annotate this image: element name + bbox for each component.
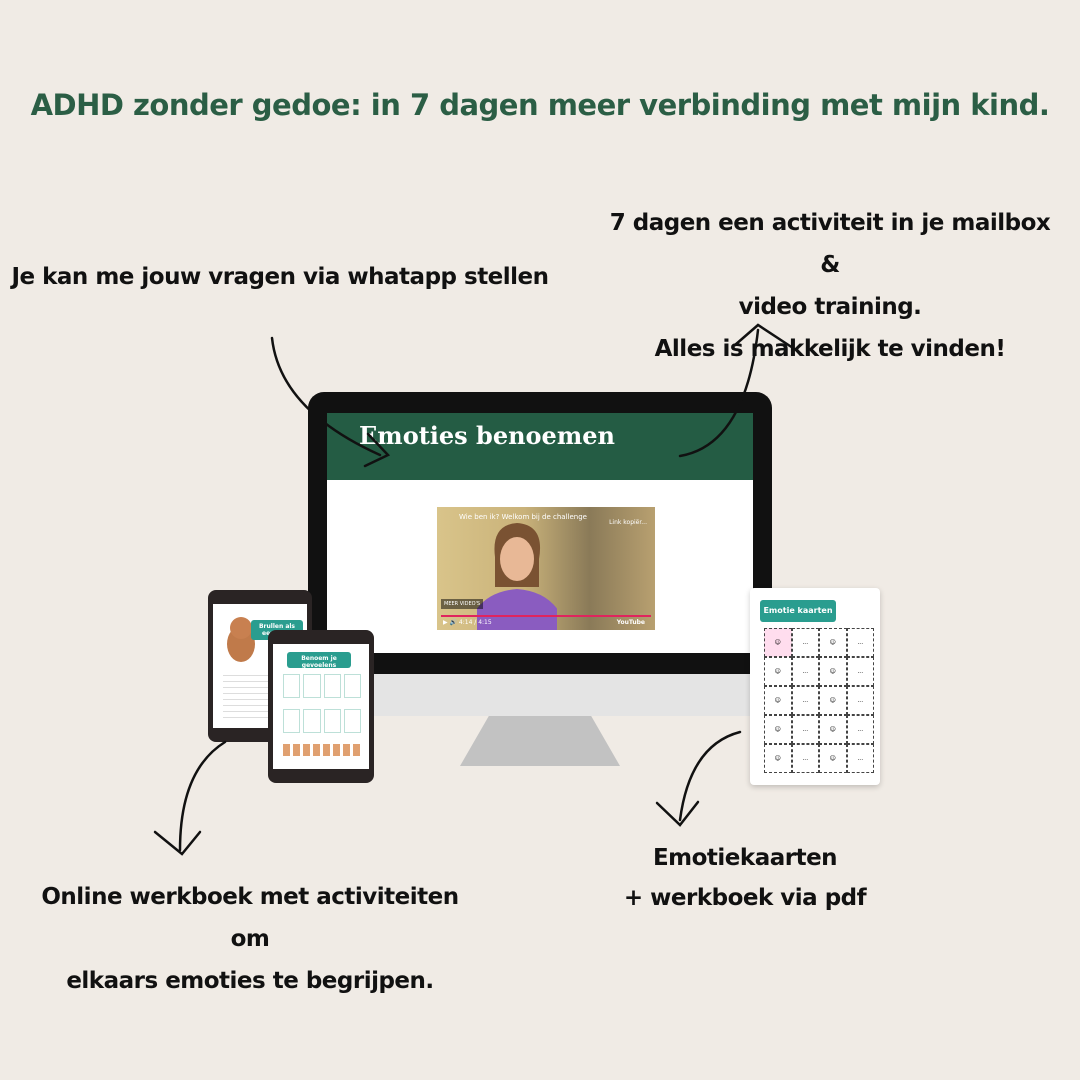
arrow-head-icon (363, 432, 391, 468)
monitor-chin (308, 674, 772, 716)
callout-line: elkaars emoties te begrijpen. (66, 968, 434, 994)
video-title: Wie ben ik? Welkom bij de challenge (459, 513, 587, 521)
callout-line: Alles is makkelijk te vinden! (654, 336, 1006, 362)
video-time: 4:14 / 4:15 (458, 619, 492, 626)
arrow-icon (678, 730, 742, 822)
callout-cards: Emotiekaarten + werkboek via pdf (590, 838, 900, 918)
card-title: Emotie kaarten (760, 600, 836, 622)
tablet-mockup: Benoem je gevoelens (268, 630, 374, 783)
callout-line: 7 dagen een activiteit in je mailbox & (609, 210, 1051, 278)
monitor-mockup: Emoties benoemen Wie ben ik? Welkom bij … (308, 392, 772, 674)
youtube-logo[interactable]: YouTube (616, 619, 645, 626)
kids-illustration (283, 744, 361, 756)
video-controls: ▶ 🔊 4:14 / 4:15 (443, 619, 492, 626)
page-title: ADHD zonder gedoe: in 7 dagen meer verbi… (30, 88, 1050, 122)
emotion-cards-sheet: Emotie kaarten ☺...☺... ☺...☺... ☺...☺..… (750, 588, 880, 785)
callout-line: Online werkboek met activiteiten om (41, 884, 459, 952)
tablet-badge: Benoem je gevoelens (287, 652, 351, 669)
arrow-head-icon (153, 830, 202, 856)
arrow-icon (178, 740, 227, 852)
screen-heading: Emoties benoemen (327, 413, 753, 480)
video-player[interactable]: Wie ben ik? Welkom bij de challenge Link… (437, 507, 655, 630)
video-progress-bar[interactable] (441, 615, 651, 617)
monitor-screen: Emoties benoemen Wie ben ik? Welkom bij … (327, 413, 753, 653)
callout-workbook: Online werkboek met activiteiten om elka… (20, 876, 480, 1002)
play-icon[interactable]: ▶ 🔊 (443, 619, 459, 626)
arrow-icon (270, 336, 382, 457)
callout-line: + werkboek via pdf (623, 885, 867, 911)
arrow-head-icon (655, 800, 700, 827)
monitor-stand (460, 716, 620, 766)
callout-line: Emotiekaarten (652, 845, 838, 871)
callout-mailbox: 7 dagen een activiteit in je mailbox & v… (600, 202, 1060, 370)
presenter-image (477, 523, 557, 630)
arrow-icon (678, 328, 760, 458)
feelings-grid (283, 674, 361, 733)
callout-whatsapp: Je kan me jouw vragen via whatapp stelle… (11, 264, 549, 290)
more-videos-button[interactable]: MEER VIDEO'S (441, 599, 484, 609)
bear-image (227, 617, 255, 662)
arrow-head-icon (733, 323, 795, 350)
copy-link-button[interactable]: Link kopiër... (609, 519, 647, 526)
callout-line: video training. (738, 294, 922, 320)
cards-grid: ☺...☺... ☺...☺... ☺...☺... ☺...☺... ☺...… (764, 628, 874, 773)
